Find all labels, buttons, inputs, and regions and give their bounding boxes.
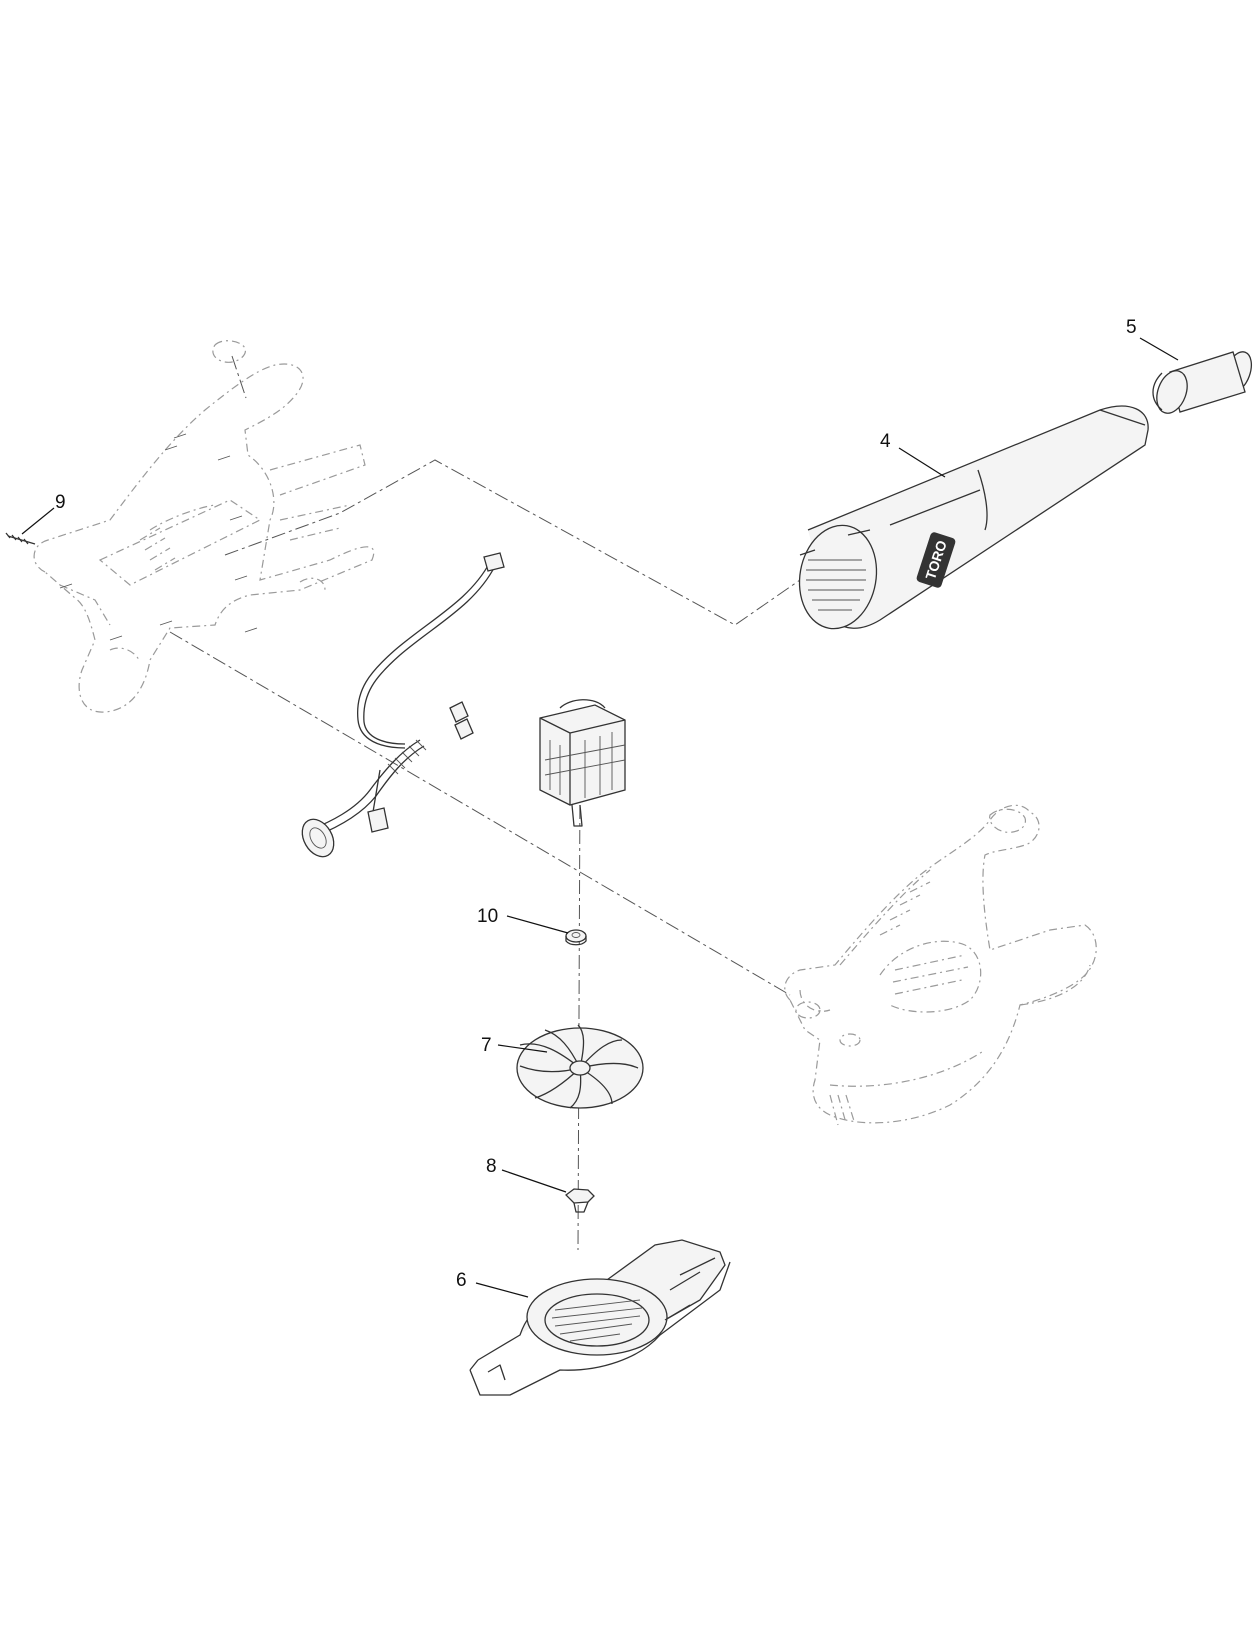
assembled-blower	[784, 804, 1097, 1126]
callout-labels: 4 5 6 7 8 9 10	[55, 317, 1137, 1291]
callout-5: 5	[1126, 317, 1137, 338]
washer-10	[565, 929, 587, 946]
callout-9: 9	[55, 492, 66, 513]
callout-6: 6	[456, 1270, 467, 1291]
power-cord-harness	[301, 552, 505, 858]
callout-4: 4	[880, 431, 891, 452]
lower-housing-6	[469, 1239, 731, 1396]
nut-8	[565, 1188, 595, 1213]
callout-10: 10	[477, 906, 498, 927]
assembly-guide-lines	[169, 355, 801, 1251]
callout-8: 8	[486, 1156, 497, 1177]
housing-half-left	[33, 340, 375, 713]
motor	[539, 699, 626, 827]
callout-leaders	[21, 337, 1179, 1298]
impeller-7	[516, 1024, 644, 1109]
screw-9	[5, 532, 36, 545]
blower-tube-4: TORO	[798, 405, 1149, 630]
nozzle-5	[1152, 351, 1253, 414]
callout-7: 7	[481, 1035, 492, 1056]
